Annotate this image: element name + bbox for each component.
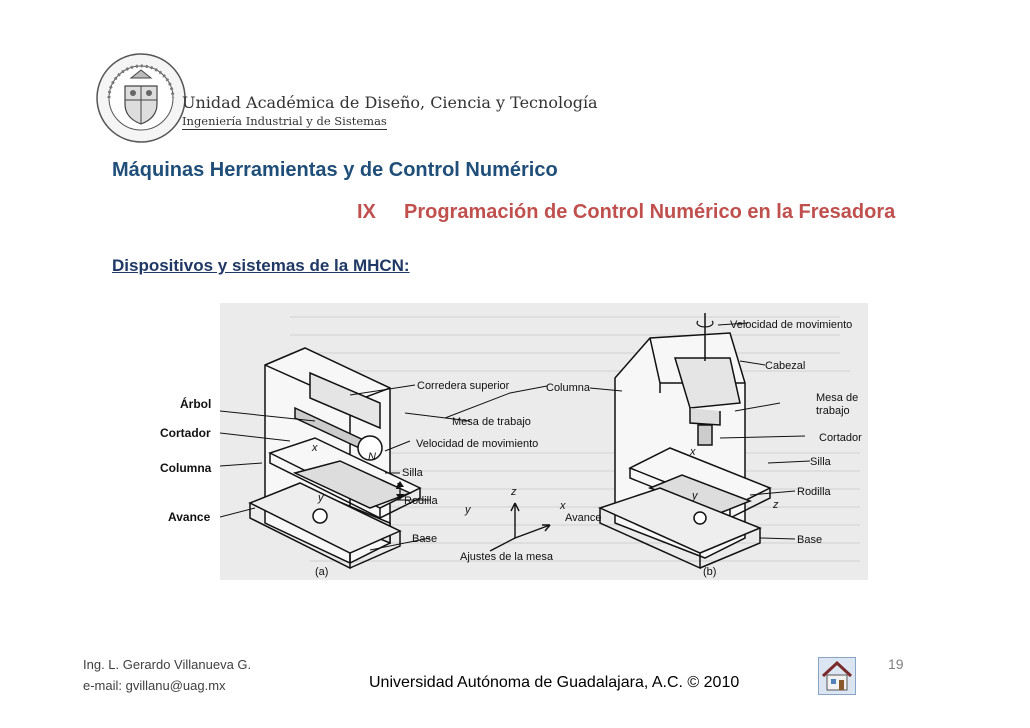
label-cabezal: Cabezal: [765, 360, 805, 372]
label-ajustes-mesa: Ajustes de la mesa: [460, 551, 554, 563]
chapter-title: Programación de Control Numérico en la F…: [404, 201, 896, 223]
label-columna-b: Columna: [546, 382, 591, 394]
table-adjust-axes: [489, 502, 551, 552]
axis-z-center: z: [510, 486, 517, 498]
label-velocidad-a: Velocidad de movimiento: [416, 438, 538, 450]
label-silla-b: Silla: [810, 456, 832, 468]
label-mesa-b-1: Mesa de: [816, 392, 858, 404]
milling-machine-figure: Árbol Cortador Columna Avance Corredera …: [219, 303, 868, 580]
label-silla-a: Silla: [402, 467, 424, 479]
axis-x-a: x: [311, 442, 318, 454]
section-heading: Dispositivos y sistemas de la MHCN:: [112, 256, 410, 275]
course-title: Máquinas Herramientas y de Control Numér…: [112, 159, 558, 181]
label-base-a: Base: [412, 533, 437, 545]
unit-title: Unidad Académica de Diseño, Ciencia y Te…: [182, 93, 598, 112]
chapter-number: IX: [357, 201, 376, 223]
label-cortador-outside: Cortador: [160, 426, 211, 440]
axis-y-center: y: [464, 504, 472, 516]
label-arbol-outside: Árbol: [180, 397, 212, 411]
axis-x-b: x: [689, 446, 696, 458]
machine-a-drawing: [248, 347, 422, 570]
machine-b-drawing: [597, 313, 772, 570]
axis-x-center: x: [559, 500, 566, 512]
axis-y-a: y: [317, 492, 325, 504]
label-columna-outside: Columna: [160, 461, 212, 475]
axis-z-b: z: [772, 499, 779, 511]
caption-b: (b): [703, 566, 716, 578]
label-velocidad-b: Velocidad de movimiento: [730, 319, 852, 331]
axis-y-b: y: [691, 490, 699, 502]
label-mesa-b-2: trabajo: [816, 405, 850, 417]
axis-z-a: z: [395, 480, 402, 492]
home-button[interactable]: [818, 657, 856, 695]
label-base-b: Base: [797, 534, 822, 546]
label-avance-outside: Avance: [168, 510, 211, 524]
home-icon: [818, 657, 856, 695]
label-cortador-b: Cortador: [819, 432, 862, 444]
caption-a: (a): [315, 566, 328, 578]
label-rodilla-a: Rodilla: [404, 495, 439, 507]
university-seal-icon: [95, 52, 187, 144]
label-rodilla-b: Rodilla: [797, 486, 832, 498]
label-corredera-superior: Corredera superior: [417, 380, 510, 392]
label-avance-b: Avance: [565, 512, 602, 524]
page-number: 19: [888, 656, 904, 672]
label-mesa-trabajo-a: Mesa de trabajo: [452, 416, 531, 428]
unit-subtitle: Ingeniería Industrial y de Sistemas: [182, 114, 387, 130]
footer-university: Universidad Autónoma de Guadalajara, A.C…: [369, 674, 740, 691]
label-n: N: [368, 451, 376, 463]
footer-author: Ing. L. Gerardo Villanueva G.: [83, 657, 252, 672]
footer-email: e-mail: gvillanu@uag.mx: [83, 678, 226, 693]
